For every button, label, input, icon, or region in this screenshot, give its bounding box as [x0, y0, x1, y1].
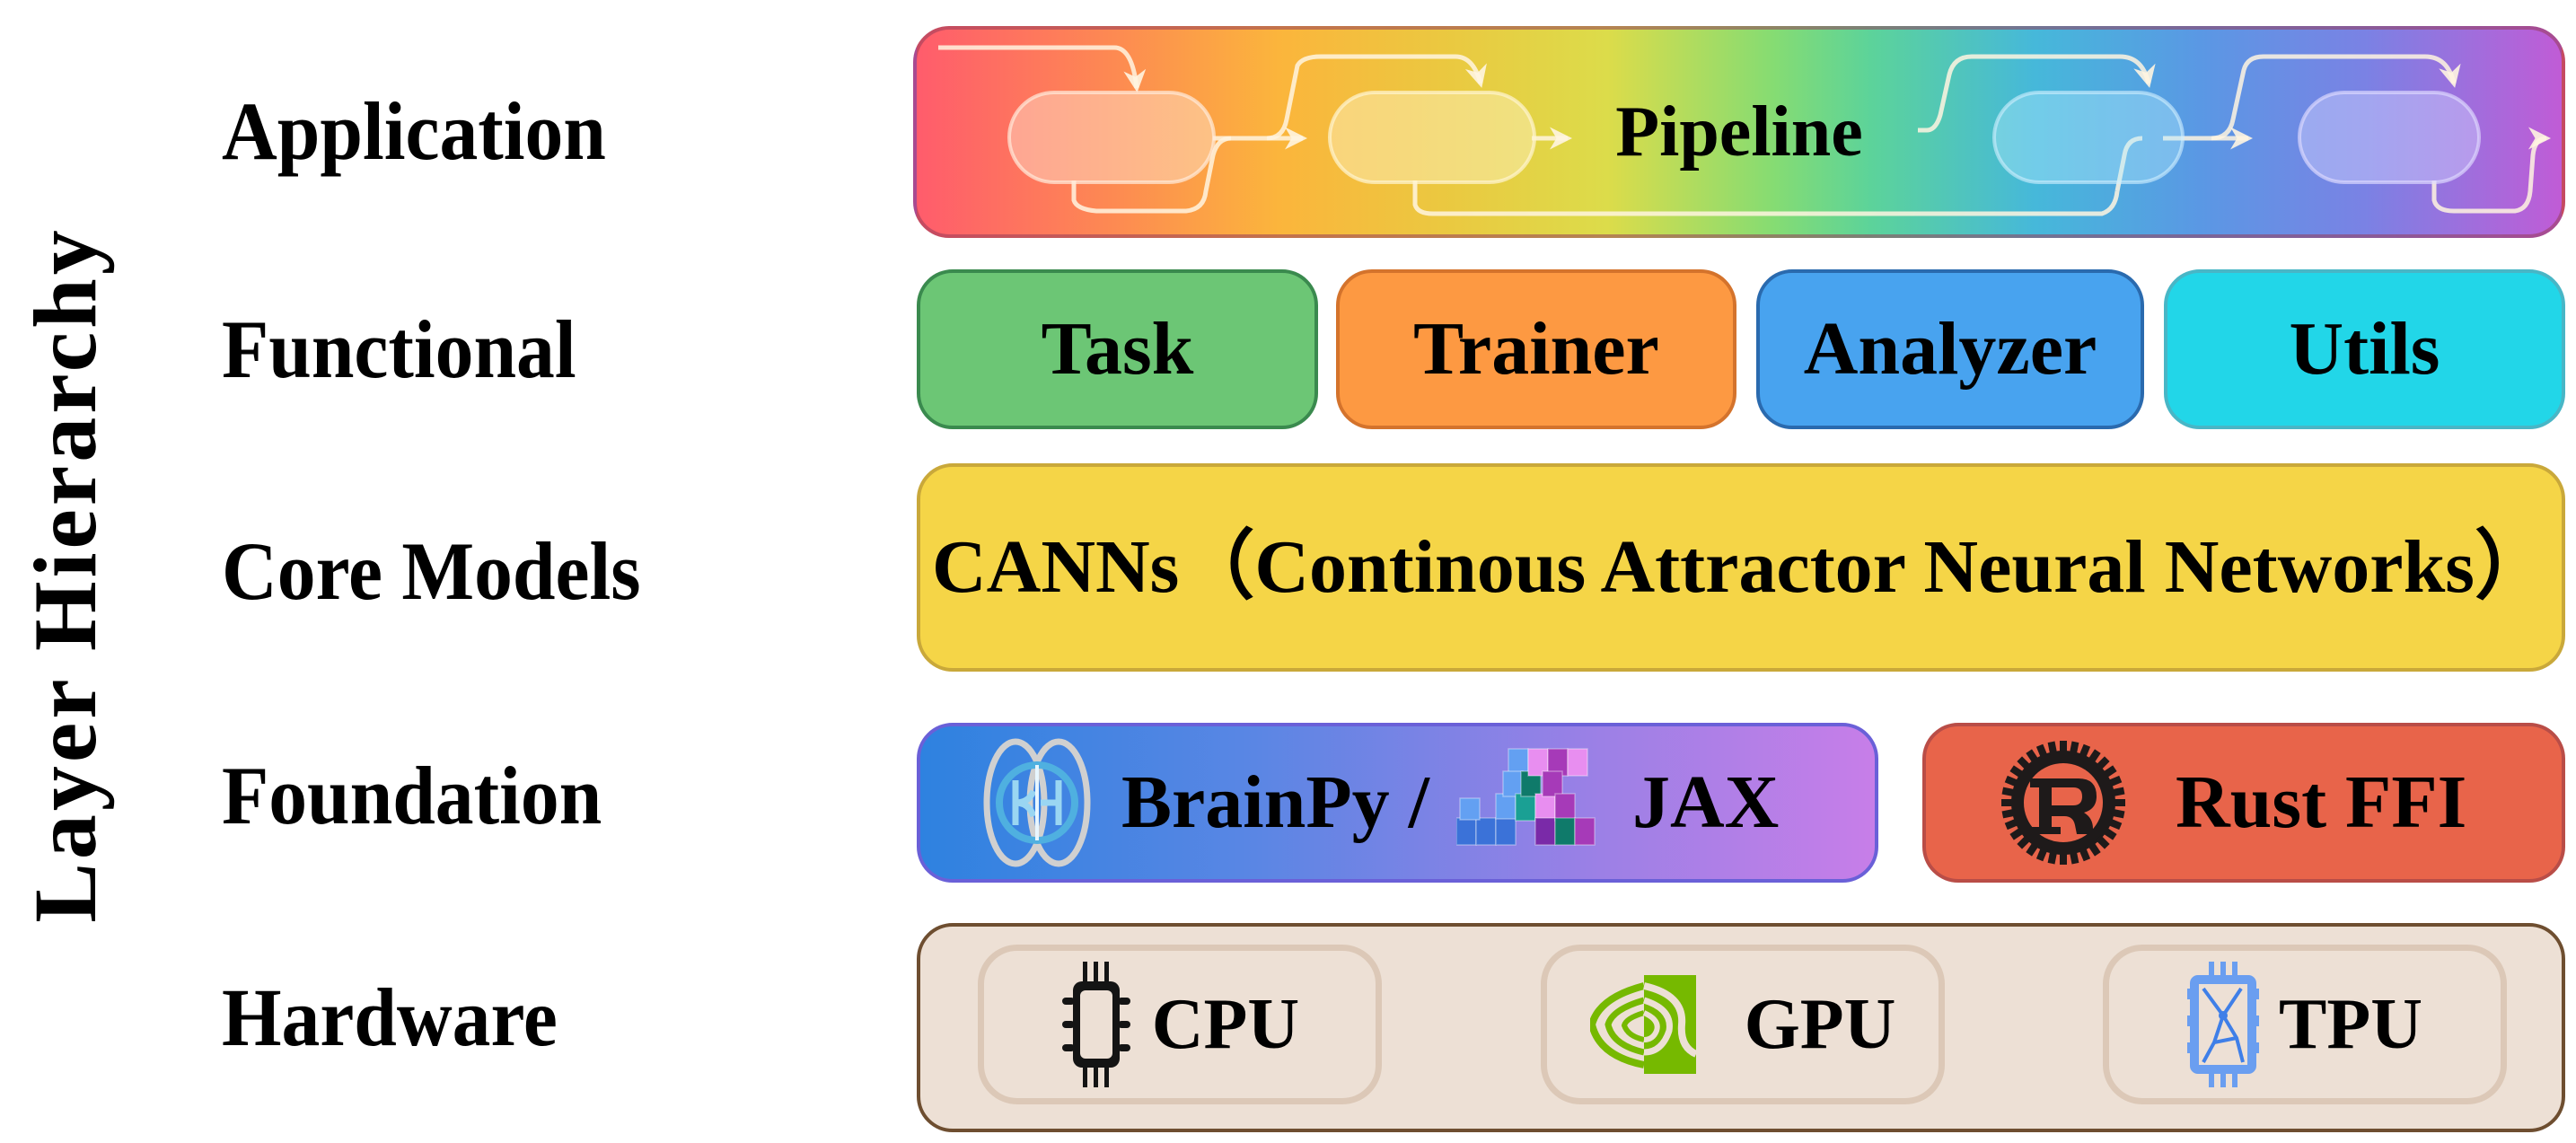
- gear-tooth: [2088, 841, 2101, 857]
- gear-tooth: [2088, 749, 2101, 764]
- gear-tooth: [2009, 765, 2025, 778]
- layer-hierarchy-title: Layer Hierarchy: [15, 226, 115, 923]
- utils-label: Utils: [2289, 307, 2440, 391]
- gear-tooth: [2017, 835, 2031, 849]
- tpu-chip-icon: [2187, 962, 2259, 1087]
- gear-tooth: [2026, 841, 2039, 857]
- layer-label-core-models: Core Models: [222, 525, 641, 617]
- tpu-label: TPU: [2279, 985, 2422, 1064]
- analyzer-label: Analyzer: [1803, 307, 2097, 391]
- gpu-label: GPU: [1744, 985, 1896, 1064]
- gear-tooth: [2004, 818, 2019, 831]
- gear-tooth: [2060, 741, 2067, 753]
- gear-tooth: [2017, 756, 2031, 770]
- gear-tooth: [2047, 741, 2058, 755]
- jax-logo-icon: [1456, 748, 1596, 846]
- gear-tooth: [2001, 808, 2016, 819]
- brainpy-label: BrainPy /: [1121, 761, 1430, 844]
- gear-tooth: [2111, 808, 2125, 819]
- nvidia-gpu-icon: [1589, 975, 1698, 1074]
- jax-label: JAX: [1632, 761, 1780, 844]
- rust-ffi-box: Rust FFI: [1922, 723, 2565, 883]
- brainpy-logo-icon: [983, 738, 1091, 867]
- layer-label-functional: Functional: [222, 303, 576, 395]
- trainer-label: Trainer: [1413, 307, 1659, 391]
- gear-tooth: [2113, 799, 2125, 806]
- task-module: Task: [917, 269, 1318, 429]
- layer-label-foundation: Foundation: [222, 750, 602, 841]
- canns-box: CANNs（Continous Attractor Neural Network…: [917, 463, 2565, 672]
- rust-ffi-label: Rust FFI: [2176, 761, 2467, 844]
- gear-tooth: [2069, 850, 2079, 865]
- gear-tooth: [2004, 775, 2019, 787]
- gear-tooth: [2001, 799, 2014, 806]
- utils-module: Utils: [2164, 269, 2565, 429]
- gear-tooth: [2001, 787, 2016, 797]
- gear-tooth: [2096, 756, 2110, 770]
- layer-label-hardware: Hardware: [222, 972, 558, 1063]
- canns-label: CANNs（Continous Attractor Neural Network…: [932, 525, 2550, 609]
- gear-tooth: [2079, 847, 2091, 862]
- trainer-module: Trainer: [1336, 269, 1736, 429]
- tpu-chip: TPU: [2103, 945, 2507, 1104]
- gear-tooth: [2035, 847, 2048, 862]
- pipeline-box: Pipeline: [913, 26, 2565, 238]
- task-label: Task: [1041, 307, 1194, 391]
- rust-logo-icon: [2001, 741, 2125, 865]
- gear-tooth: [2107, 818, 2123, 831]
- gear-tooth: [2035, 743, 2048, 759]
- gear-tooth: [2060, 852, 2067, 865]
- gear-tooth: [2107, 775, 2123, 787]
- gear-tooth: [2111, 787, 2125, 797]
- brainpy-jax-box: BrainPy / JAX: [917, 723, 1878, 883]
- cpu-chip: CPU: [978, 945, 1382, 1104]
- analyzer-module: Analyzer: [1756, 269, 2144, 429]
- gear-tooth: [2102, 765, 2117, 778]
- pipeline-label: Pipeline: [1615, 92, 1863, 171]
- cpu-chip-icon: [1061, 962, 1130, 1087]
- gear-tooth: [2102, 827, 2117, 840]
- gear-tooth: [2079, 743, 2091, 759]
- gear-tooth: [2096, 835, 2110, 849]
- layer-label-application: Application: [222, 85, 606, 177]
- cpu-label: CPU: [1151, 985, 1300, 1064]
- gear-tooth: [2047, 850, 2058, 865]
- gear-tooth: [2009, 827, 2025, 840]
- gear-tooth: [2069, 741, 2079, 755]
- pipeline-flow-icon: [938, 45, 2551, 216]
- gpu-chip: GPU: [1541, 945, 1945, 1104]
- gear-tooth: [2026, 749, 2039, 764]
